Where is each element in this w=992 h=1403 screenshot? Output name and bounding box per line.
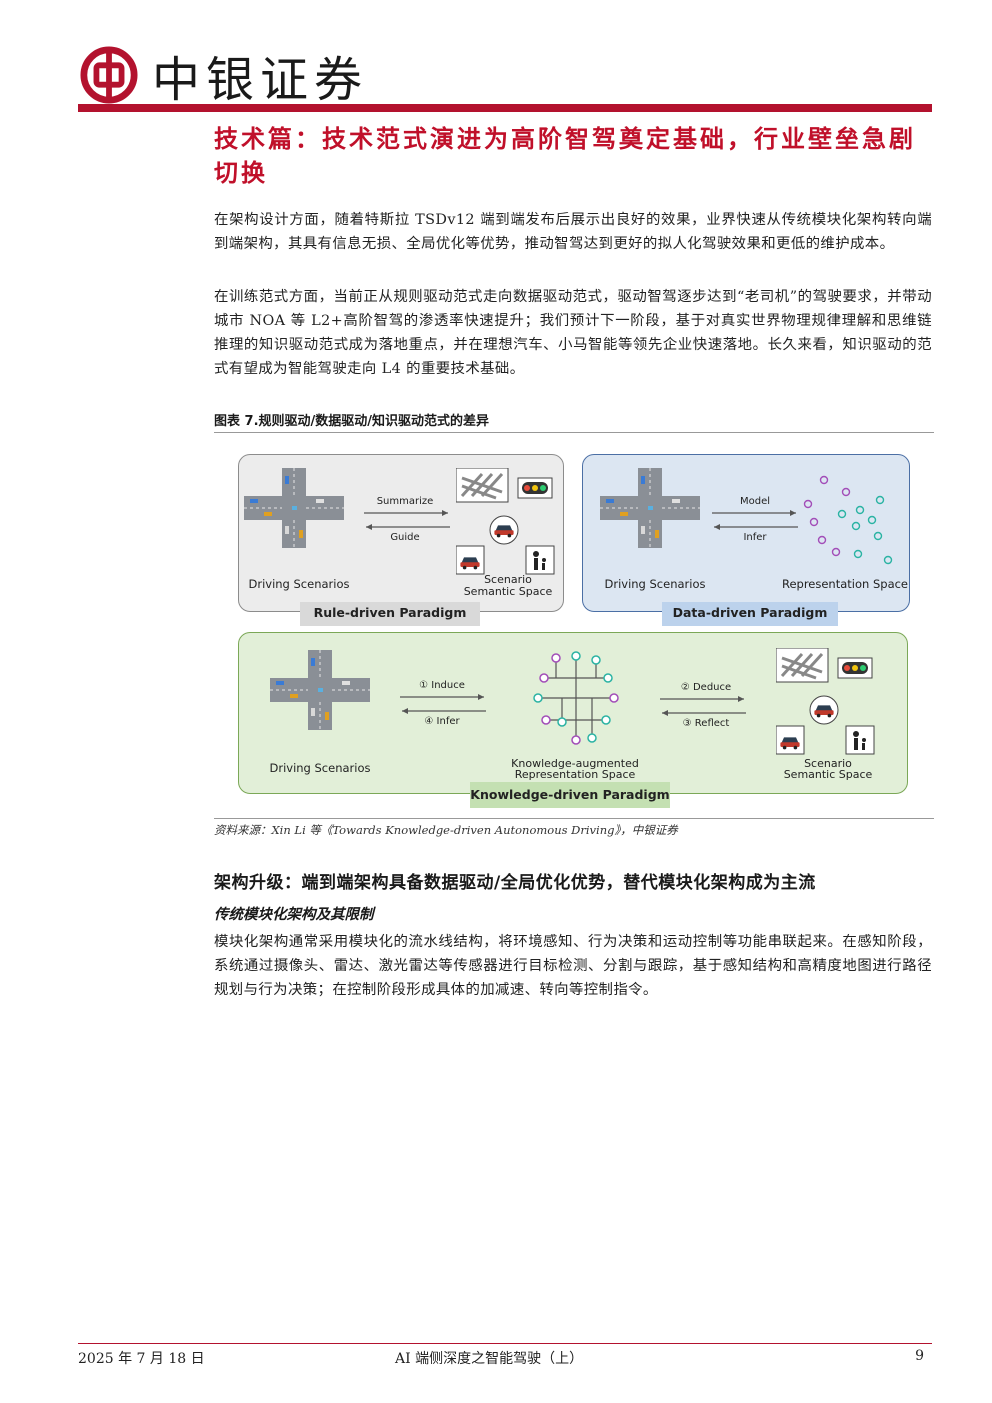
scenario-semantic-icon — [456, 468, 555, 575]
figure-source: 资料来源：Xin Li 等《Towards Knowledge-driven A… — [214, 823, 678, 837]
rule-driven-tag: Rule-driven Paradigm — [300, 602, 480, 626]
driving-scenarios-label: Driving Scenarios — [604, 577, 706, 591]
brand-name: 中银证券 — [152, 52, 369, 108]
representation-space-label: Representation Space — [781, 577, 909, 591]
figure-top-rule — [214, 432, 934, 433]
paragraph-modular: 模块化架构通常采用模块化的流水线结构，将环境感知、行为决策和运动控制等功能串联起… — [214, 934, 932, 998]
infer-label: Infer — [743, 532, 767, 543]
subheading: 架构升级：端到端架构具备数据驱动/全局优化优势，替代模块化架构成为主流 — [214, 873, 816, 893]
driving-scenarios-label: Driving Scenarios — [269, 761, 371, 775]
paragraph-architecture: 在架构设计方面，随着特斯拉 TSDv12 端到端发布后展示出良好的效果，业界快速… — [214, 212, 932, 252]
knowledge-driven-tag: Knowledge-driven Paradigm — [470, 782, 670, 808]
figure-bottom-rule — [214, 818, 934, 819]
subsubheading: 传统模块化架构及其限制 — [214, 907, 374, 923]
scenario-label: Scenario — [484, 573, 532, 586]
guide-label: Guide — [390, 532, 420, 543]
footer-title: AI 端侧深度之智能驾驶（上） — [395, 1351, 584, 1367]
intersection-icon — [600, 468, 700, 548]
paragraph-training: 在训练范式方面，当前正从规则驱动范式走向数据驱动范式，驱动智驾逐步达到“老司机”… — [214, 289, 932, 377]
footer-rule — [78, 1343, 932, 1344]
summarize-label: Summarize — [376, 496, 434, 507]
semantic-space-label: Semantic Space — [783, 768, 873, 781]
data-driven-panel — [582, 454, 910, 612]
header-rule — [78, 104, 932, 111]
semantic-space-label: Semantic Space — [463, 585, 553, 598]
representation-dots-icon — [803, 475, 893, 565]
bidirectional-arrow-icon — [400, 694, 486, 714]
infer-label: ④ Infer — [424, 716, 460, 727]
reflect-label: ③ Reflect — [682, 718, 730, 729]
induce-label: ① Induce — [419, 680, 465, 691]
deduce-label: ② Deduce — [680, 682, 732, 693]
paradigm-figure: Driving Scenarios Summarize Guide Scenar… — [230, 446, 920, 818]
bank-of-china-logo-icon — [80, 46, 138, 104]
bidirectional-arrow-icon — [712, 510, 798, 530]
model-label: Model — [739, 496, 771, 507]
scenario-semantic-icon — [776, 648, 875, 755]
scenario-label: Scenario — [804, 757, 852, 770]
brand-logo: 中银证券 — [80, 40, 368, 110]
intersection-icon — [270, 650, 370, 730]
bidirectional-arrow-icon — [660, 696, 746, 716]
page-number: 9 — [915, 1348, 924, 1364]
footer-date: 2025 年 7 月 18 日 — [78, 1351, 205, 1367]
intersection-icon — [244, 468, 344, 548]
knowledge-graph-icon — [533, 651, 619, 745]
bidirectional-arrow-icon — [364, 510, 450, 530]
header-rule-thin — [78, 111, 932, 112]
section-title: 技术篇：技术范式演进为高阶智驾奠定基础，行业壁垒急剧切换 — [214, 125, 916, 187]
figure-caption: 图表 7.规则驱动/数据驱动/知识驱动范式的差异 — [214, 414, 490, 429]
data-driven-tag: Data-driven Paradigm — [662, 602, 838, 626]
driving-scenarios-label: Driving Scenarios — [248, 577, 350, 591]
knowledge-augmented-label: Knowledge-augmented — [511, 757, 639, 770]
representation-space-label: Representation Space — [514, 768, 636, 781]
